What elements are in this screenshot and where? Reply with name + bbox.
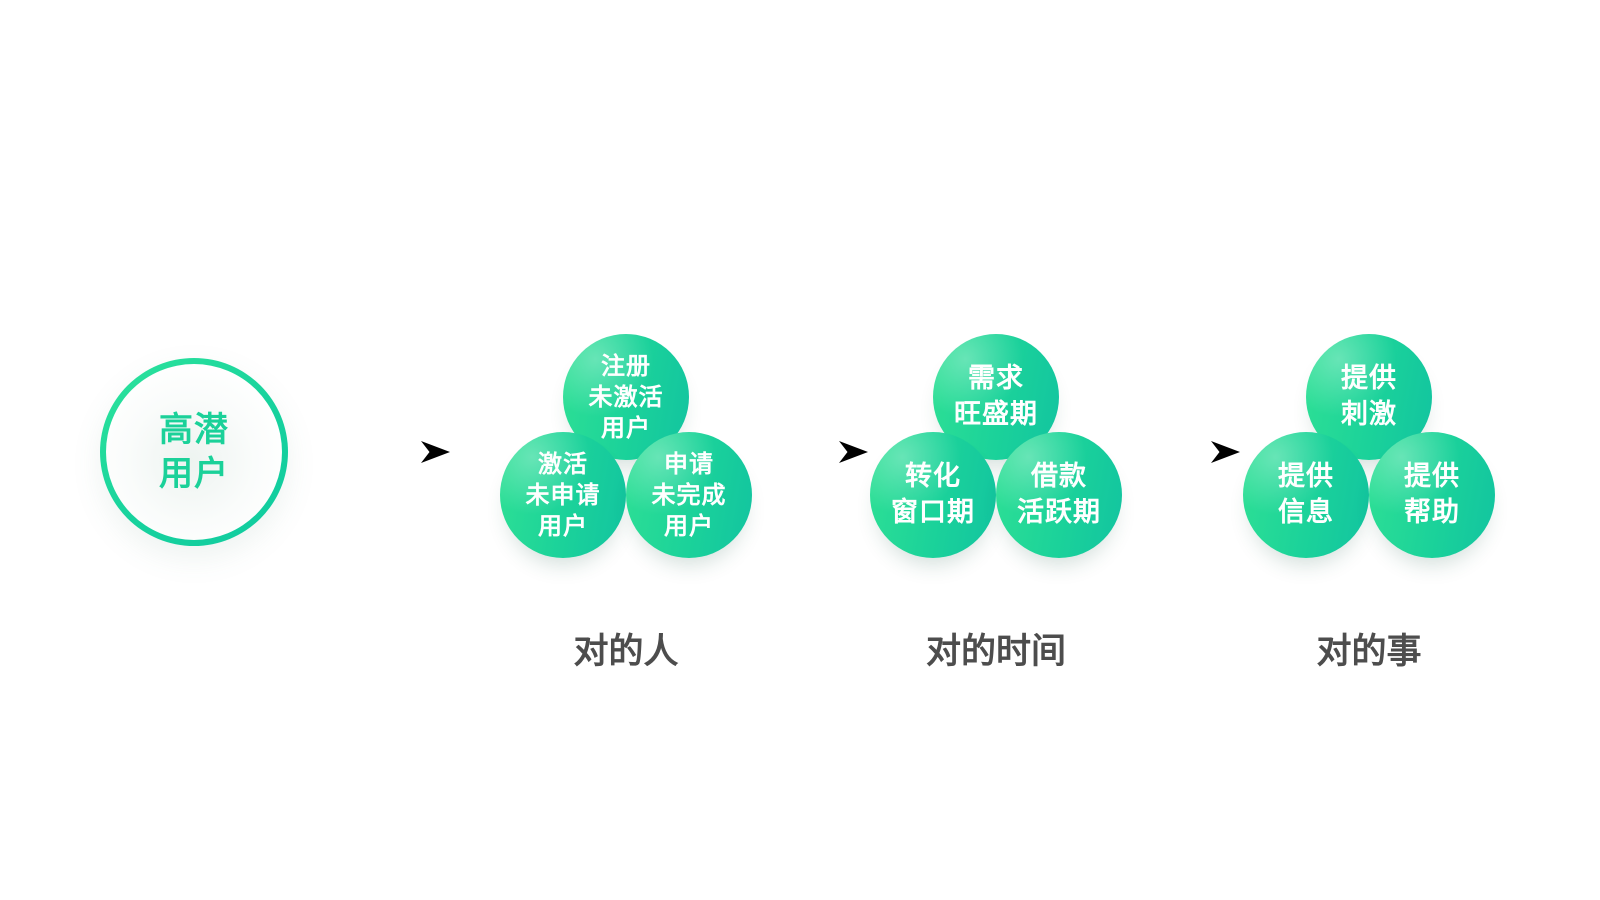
bubble-label: 提供 帮助 <box>1404 461 1460 528</box>
bubble-provide-information: 提供 信息 <box>1243 432 1369 558</box>
bubble-label: 借款 活跃期 <box>1017 461 1101 528</box>
bubble-applied-not-completed: 申请 未完成 用户 <box>626 432 752 558</box>
bubble-activated-not-applied: 激活 未申请 用户 <box>500 432 626 558</box>
high-potential-users-label: 高潜 用户 <box>159 410 229 494</box>
stage-label-right-thing: 对的事 <box>1316 632 1422 672</box>
bubble-label: 激活 未申请 用户 <box>525 449 601 540</box>
stage-label-right-time: 对的时间 <box>925 632 1066 672</box>
bubble-label: 注册 未激活 用户 <box>588 351 664 442</box>
bubble-label: 需求 旺盛期 <box>954 363 1038 430</box>
stage-right-thing: 提供 刺激 提供 信息 提供 帮助 <box>1243 334 1495 558</box>
bubble-label: 申请 未完成 用户 <box>651 449 727 540</box>
flow-arrow-icon <box>1142 441 1240 463</box>
bubble-provide-help: 提供 帮助 <box>1369 432 1495 558</box>
stage-right-person: 注册 未激活 用户 激活 未申请 用户 申请 未完成 用户 <box>500 334 752 558</box>
bubble-label: 转化 窗口期 <box>891 461 975 528</box>
stage-right-time: 需求 旺盛期 转化 窗口期 借款 活跃期 <box>870 334 1122 558</box>
bubble-provide-stimulus: 提供 刺激 <box>1306 334 1432 460</box>
bubble-label: 提供 信息 <box>1278 461 1334 528</box>
bubble-conversion-window-period: 转化 窗口期 <box>870 432 996 558</box>
stage-label-right-person: 对的人 <box>573 632 679 672</box>
high-potential-users-circle: 高潜 用户 <box>100 358 288 546</box>
flow-arrow-icon <box>770 441 868 463</box>
flow-arrow-icon <box>352 441 450 463</box>
bubble-registered-not-activated: 注册 未激活 用户 <box>563 334 689 460</box>
bubble-label: 提供 刺激 <box>1341 363 1397 430</box>
bubble-loan-active-period: 借款 活跃期 <box>996 432 1122 558</box>
